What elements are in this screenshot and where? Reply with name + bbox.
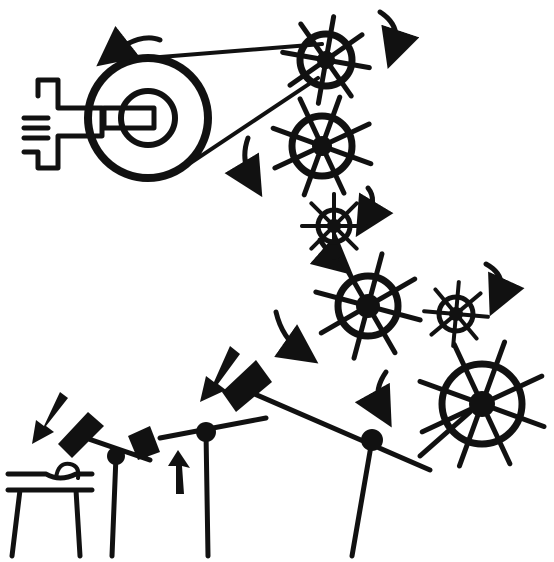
rotation-arrow <box>112 38 160 54</box>
impact-arrow <box>168 450 190 494</box>
anvil <box>8 464 92 556</box>
gear-hub <box>327 219 341 233</box>
pulley-shaft <box>104 108 154 128</box>
rocker-levers <box>80 392 470 556</box>
gear-3 <box>302 194 366 258</box>
lever-pivot <box>196 422 216 442</box>
rotation-arrow <box>486 264 501 298</box>
gear-hub <box>317 51 335 69</box>
drive-pulley <box>88 58 208 178</box>
gear-4 <box>316 254 420 358</box>
rotation-arrow <box>366 188 373 220</box>
gear-hub <box>312 136 332 156</box>
lever-pivot <box>107 447 125 465</box>
rotation-arrow <box>276 312 302 352</box>
gear-1 <box>283 17 370 104</box>
gear-2 <box>273 97 371 195</box>
lever-pivot <box>361 429 383 451</box>
anvil-icon <box>8 474 92 556</box>
gear-6 <box>420 342 544 466</box>
gear-hub <box>356 294 380 318</box>
rotation-arrow <box>380 12 396 50</box>
gear-hub <box>449 307 463 321</box>
gear-hub <box>469 391 495 417</box>
rotation-arrow <box>378 372 386 410</box>
lever-post <box>352 440 372 556</box>
lever-post <box>206 432 208 556</box>
rotation-arrow <box>245 138 252 180</box>
gear-train <box>273 17 544 466</box>
hammer-head <box>58 412 104 458</box>
lever-post <box>112 456 116 556</box>
impact-arrow <box>32 392 68 444</box>
pulley-hub <box>121 91 175 145</box>
gear-5 <box>424 282 488 346</box>
hammer-heads <box>58 360 272 460</box>
lever-arm <box>250 392 430 470</box>
